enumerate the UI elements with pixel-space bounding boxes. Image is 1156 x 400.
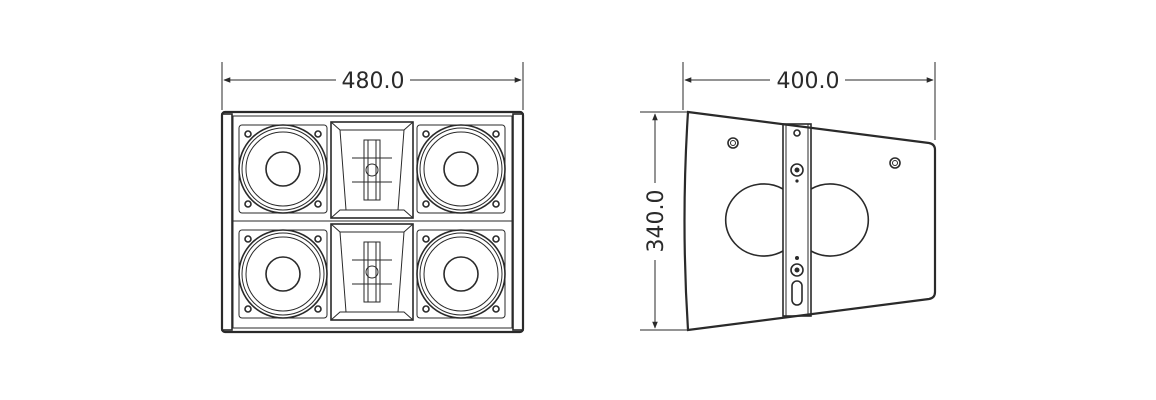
- front-width-label: 480.0: [342, 69, 405, 94]
- front-view: 480.0: [220, 62, 525, 334]
- front-rail-right: [512, 113, 524, 331]
- woofer-top-left: [238, 124, 328, 214]
- rigging-pin-upper: [790, 163, 804, 177]
- handle-recess-left: [724, 183, 784, 257]
- rigging-hole-small: [795, 179, 799, 183]
- woofer-bottom-right: [416, 229, 506, 319]
- front-baffle: [232, 115, 513, 329]
- rigging-slot: [791, 280, 803, 306]
- woofer-bottom-left: [238, 229, 328, 319]
- mount-point-right-inner: [892, 160, 898, 166]
- rigging-pin-lower: [790, 263, 804, 277]
- side-view: 400.0 340.0: [640, 62, 937, 332]
- mount-point-right: [889, 157, 901, 169]
- rigging-pin-upper-center: [794, 167, 800, 173]
- horn-top: [330, 121, 414, 219]
- side-depth-label: 400.0: [777, 69, 840, 94]
- rigging-pin-lower-center: [794, 267, 800, 273]
- side-cabinet: [683, 110, 937, 332]
- mount-point-left-inner: [730, 140, 736, 146]
- rigging-hole-small-lower: [795, 256, 799, 260]
- woofer-top-right: [416, 124, 506, 214]
- rigging-strap: [782, 123, 812, 317]
- front-rail-left: [221, 113, 233, 331]
- front-cabinet: [220, 110, 525, 334]
- rigging-hole-top: [793, 129, 801, 137]
- handle-recess-right: [810, 183, 870, 257]
- mount-point-left: [727, 137, 739, 149]
- side-height-label: 340.0: [644, 190, 669, 253]
- horn-bottom: [330, 223, 414, 321]
